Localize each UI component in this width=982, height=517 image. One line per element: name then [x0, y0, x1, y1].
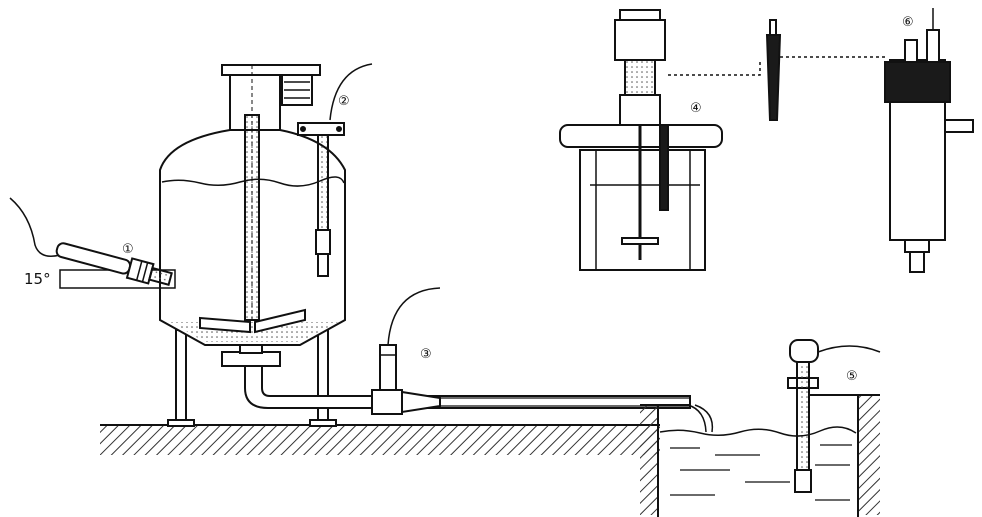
- angle-label: 15°: [24, 270, 51, 288]
- probe-6-flow-cell: [884, 8, 974, 273]
- probe-2-label: ②: [338, 94, 350, 109]
- probe-6-label: ⑥: [902, 15, 914, 30]
- reaction-tank: [159, 64, 346, 427]
- outlet-pipe: [244, 365, 691, 415]
- probe-3: [379, 287, 441, 391]
- probe-5: [787, 339, 881, 493]
- probe-4-label: ④: [690, 101, 702, 116]
- standalone-probe: [765, 19, 885, 121]
- probe-5-label: ⑤: [846, 369, 858, 384]
- probe-2: [297, 63, 373, 277]
- ground: [100, 424, 660, 455]
- water-pit: [640, 394, 880, 517]
- bioreactor: [559, 9, 761, 271]
- probe-1: [9, 197, 176, 289]
- probe-1-label: ①: [122, 242, 134, 257]
- probe-3-label: ③: [420, 347, 432, 362]
